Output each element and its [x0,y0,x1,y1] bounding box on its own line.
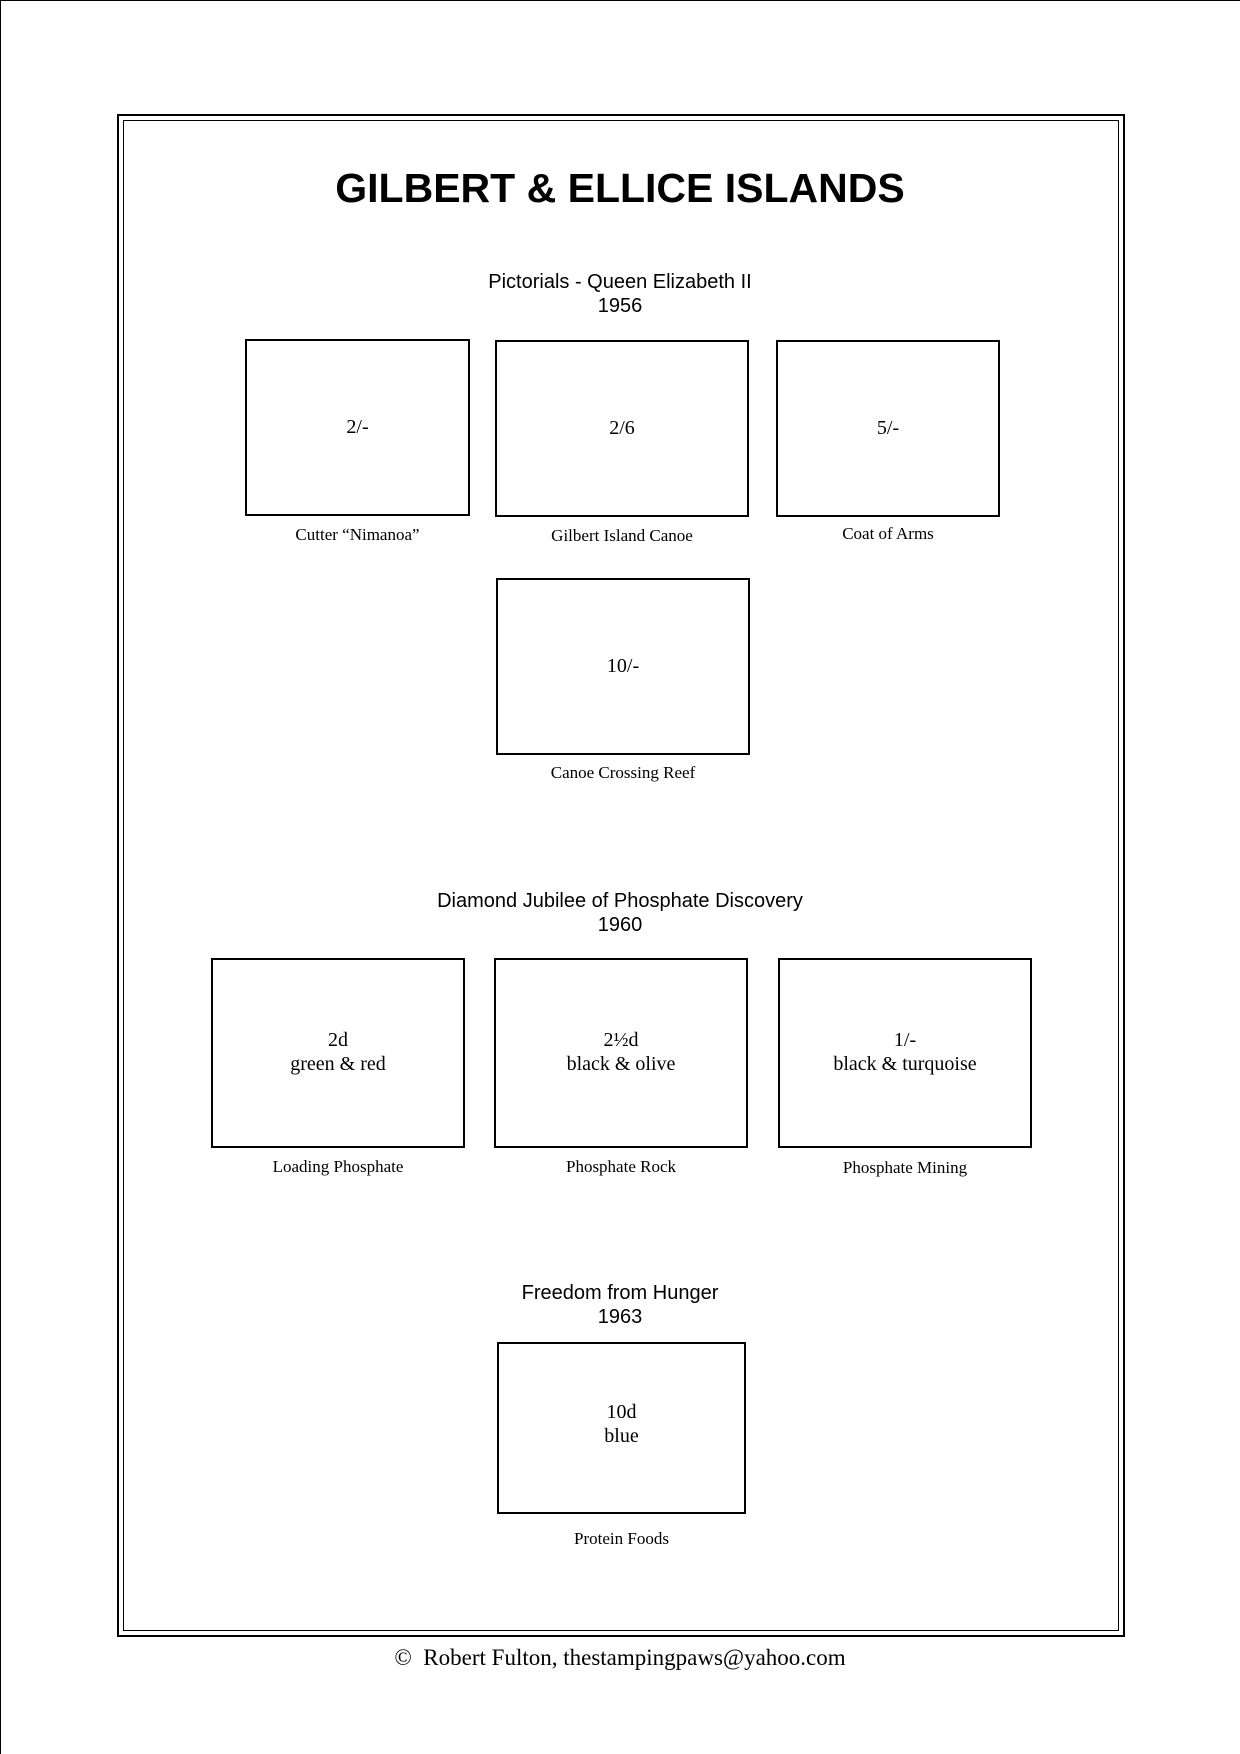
stamp-caption: Canoe Crossing Reef [550,763,696,782]
stamp-space: 2/- [245,339,470,516]
stamp-value: 2/6 [609,417,635,439]
stamp-space: 2½d black & olive [494,958,748,1148]
section-year: 1963 [597,1306,643,1328]
stamp-caption: Loading Phosphate [272,1157,404,1176]
stamp-color: black & olive [566,1053,676,1075]
section-title: Diamond Jubilee of Phosphate Discovery [437,890,803,912]
page-frame-inner [123,120,1119,1631]
stamp-value: 5/- [876,417,900,439]
stamp-value: 1/- [893,1029,917,1051]
stamp-value: 2½d [603,1029,639,1051]
stamp-space: 10/- [496,578,750,755]
stamp-color: black & turquoise [833,1053,977,1075]
stamp-color: green & red [290,1053,386,1075]
copyright-footer: © Robert Fulton, thestampingpaws@yahoo.c… [394,1645,846,1670]
stamp-value: 10d [606,1401,637,1423]
stamp-value: 10/- [606,655,640,677]
section-heading-freedom-from-hunger: Freedom from Hunger 1963 [0,1281,1240,1329]
stamp-space: 1/- black & turquoise [778,958,1032,1148]
page-frame-outer [117,114,1125,1637]
section-year: 1960 [597,914,643,936]
stamp-color: blue [604,1425,639,1447]
stamp-caption: Gilbert Island Canoe [551,526,693,545]
section-heading-diamond-jubilee: Diamond Jubilee of Phosphate Discovery 1… [0,889,1240,937]
page-title: GILBERT & ELLICE ISLANDS [335,165,905,211]
stamp-value: 2/- [346,416,369,438]
stamp-space: 2/6 [495,340,749,517]
stamp-value: 2d [328,1029,348,1051]
stamp-space: 5/- [776,340,1000,517]
section-year: 1956 [597,295,643,317]
stamp-space: 10d blue [497,1342,746,1514]
section-title: Freedom from Hunger [521,1282,719,1304]
stamp-caption: Phosphate Rock [565,1157,677,1176]
stamp-caption: Coat of Arms [842,524,934,543]
stamp-caption: Phosphate Mining [842,1158,968,1177]
stamp-caption: Cutter “Nimanoa” [295,525,420,544]
stamp-caption: Protein Foods [574,1529,669,1548]
stamp-space: 2d green & red [211,958,465,1148]
section-heading-pictorials: Pictorials - Queen Elizabeth II 1956 [0,270,1240,318]
section-title: Pictorials - Queen Elizabeth II [488,271,752,293]
